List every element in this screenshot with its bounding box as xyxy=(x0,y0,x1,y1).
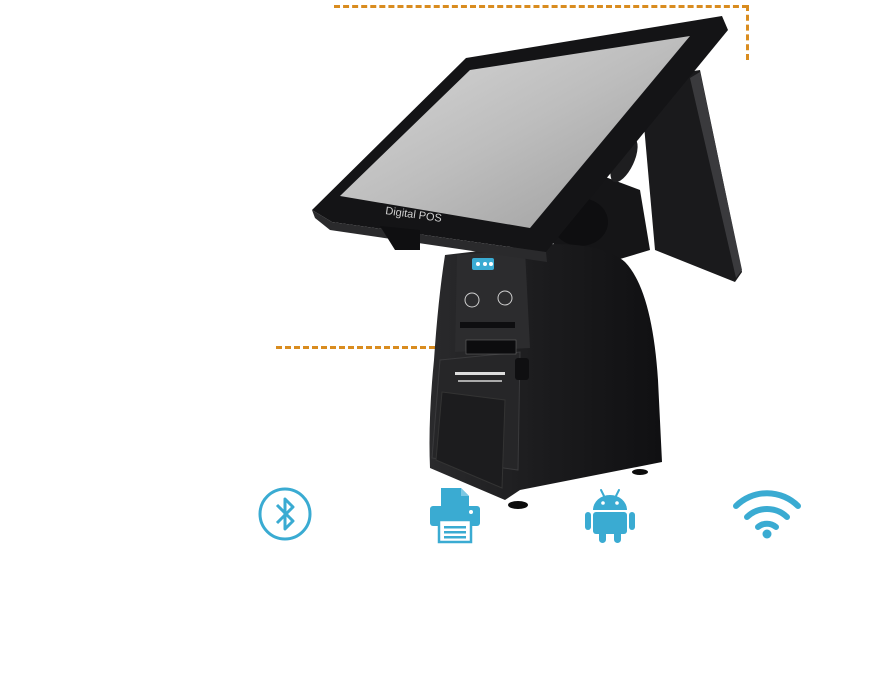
callout-line-top-drop xyxy=(746,5,749,60)
main-display: Digital POS xyxy=(312,16,728,262)
bluetooth-icon xyxy=(243,486,327,558)
printer-icon xyxy=(413,486,497,558)
callout-line-top xyxy=(334,5,748,8)
android-icon xyxy=(568,486,652,558)
wifi-icon xyxy=(725,484,809,556)
pos-terminal-image: Digital POS xyxy=(312,16,742,509)
callout-line-middle xyxy=(276,346,444,349)
printer-base xyxy=(429,244,662,509)
customer-display xyxy=(640,70,742,282)
